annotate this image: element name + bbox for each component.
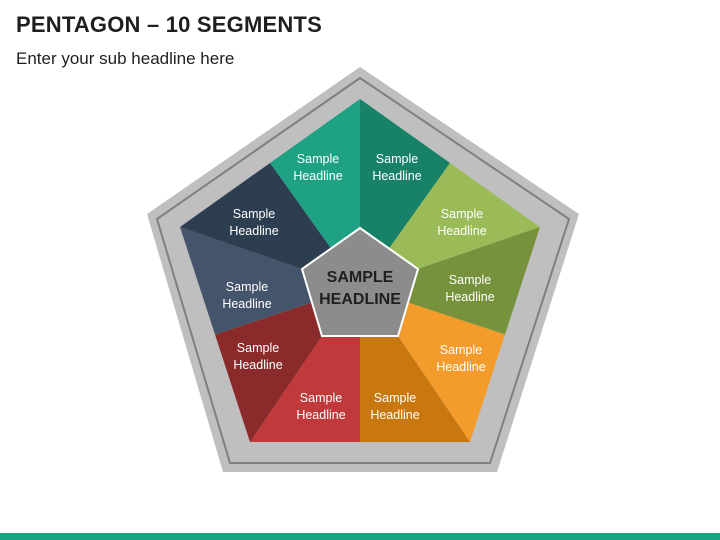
segment-7-label-line2: Headline (296, 408, 345, 422)
center-pentagon[interactable] (300, 226, 420, 337)
segments-group: SampleHeadlineSampleHeadlineSampleHeadli… (180, 99, 540, 442)
bottom-accent-bar (0, 533, 720, 540)
segment-6[interactable] (360, 336, 470, 442)
segment-2[interactable] (360, 99, 450, 249)
segment-9-label-line1: Sample (226, 280, 268, 294)
segment-10-label-line1: Sample (233, 207, 275, 221)
pentagon-frame-line (155, 76, 571, 464)
segment-1-label-line1: Sample (297, 152, 339, 166)
segment-7[interactable] (250, 336, 360, 442)
segment-10[interactable] (180, 163, 331, 269)
segment-6-label-line1: Sample (374, 391, 416, 405)
segment-4-label-line1: Sample (449, 273, 491, 287)
segment-8-label-line1: Sample (237, 341, 279, 355)
segment-4[interactable] (408, 227, 540, 335)
segment-3[interactable] (389, 163, 540, 269)
segment-3-label-line1: Sample (441, 207, 483, 221)
segment-3-label-line2: Headline (437, 224, 486, 238)
segment-8-label-line2: Headline (233, 358, 282, 372)
center-label-line2: HEADLINE (319, 291, 401, 308)
segment-4-label-line2: Headline (445, 290, 494, 304)
segment-9-label-line2: Headline (222, 297, 271, 311)
segment-5[interactable] (398, 302, 505, 443)
segment-5-label-line1: Sample (440, 343, 482, 357)
segment-6-label-line2: Headline (370, 408, 419, 422)
segment-10-label-line2: Headline (229, 224, 278, 238)
segment-9[interactable] (180, 227, 312, 335)
segment-1[interactable] (270, 99, 360, 249)
segment-7-label-line1: Sample (300, 391, 342, 405)
segment-5-label-line2: Headline (436, 360, 485, 374)
segment-2-label-line2: Headline (372, 169, 421, 183)
segment-8[interactable] (215, 302, 322, 443)
center-label-line1: SAMPLE (327, 269, 394, 286)
slide-subtitle: Enter your sub headline here (16, 49, 235, 68)
slide-title: PENTAGON – 10 SEGMENTS (16, 12, 322, 37)
segment-2-label-line1: Sample (376, 152, 418, 166)
segment-1-label-line2: Headline (293, 169, 342, 183)
